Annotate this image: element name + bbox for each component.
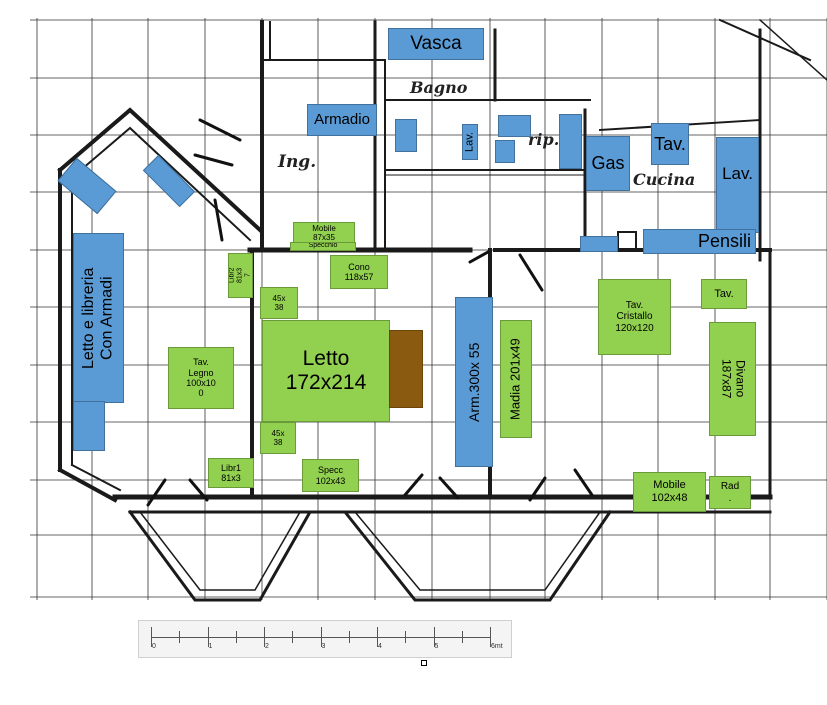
block-45x38-bottom: 45x 38 [260, 422, 296, 454]
armadio: Armadio [307, 104, 377, 136]
door-swings [146, 118, 594, 507]
pensili: Pensili [643, 229, 756, 254]
rip-block [559, 114, 582, 169]
label-ingresso: Ing. [278, 152, 317, 172]
gas: Gas [586, 136, 630, 191]
tavolo-cristallo: Tav. Cristallo 120x120 [598, 279, 671, 355]
cono-118x57: Cono 118x57 [330, 255, 388, 289]
scale-label: 5 [434, 643, 439, 650]
letto-matrimoniale: Letto 172x214 [262, 320, 390, 422]
scale-label: 0 [152, 643, 156, 650]
bagno-block-mid [498, 115, 531, 137]
scale-tick [490, 627, 491, 647]
specchio: Specchio [290, 242, 356, 251]
radiatore: Rad . [709, 476, 751, 509]
libreria-1: Libr1 81x3 [208, 458, 254, 488]
scale-baseline [151, 637, 490, 638]
lav-cucina: Lav. [716, 137, 759, 233]
vasca: Vasca [388, 28, 484, 60]
pensili-left [580, 236, 618, 252]
armadio-300x55: Arm.300x 55 [455, 297, 493, 467]
scale-label: 6mt [491, 643, 503, 650]
tavolino: Tav. [701, 279, 747, 309]
tavolo-legno: Tav. Legno 100x10 0 [168, 347, 234, 409]
libreria-lower [73, 401, 105, 451]
testata-letto [389, 330, 423, 408]
scale-label: 3 [321, 643, 326, 650]
letto-libreria: Letto e libreria Con Armadi [73, 233, 124, 403]
label-ripostiglio: rip. [528, 130, 560, 149]
walls [57, 18, 827, 602]
bagno-block-left [395, 119, 417, 152]
tav-cucina: Tav. [651, 123, 689, 165]
bagno-block-low [495, 140, 515, 163]
lav-bagno: Lav. [462, 124, 478, 160]
divano-187x87: Divano 187x87 [709, 322, 756, 436]
scale-label: 2 [265, 643, 269, 650]
block-45x38-top: 45x 38 [260, 287, 298, 319]
scale-label: 1 [208, 643, 213, 650]
libreria-2: Libr2 81x3 7 [228, 253, 253, 298]
scale-label: 4 [378, 643, 382, 650]
resize-handle[interactable] [421, 660, 427, 666]
label-cucina: Cucina [633, 170, 696, 189]
mobile-87x35: Mobile 87x35 [293, 222, 355, 244]
madia-201x49: Madia 201x49 [500, 320, 532, 438]
label-bagno: Bagno [410, 78, 468, 97]
mobile-102x48: Mobile 102x48 [633, 472, 706, 512]
specchio-102x43: Specc 102x43 [302, 459, 359, 492]
scale-bar: 0 1 2 3 4 5 6mt [138, 620, 512, 658]
